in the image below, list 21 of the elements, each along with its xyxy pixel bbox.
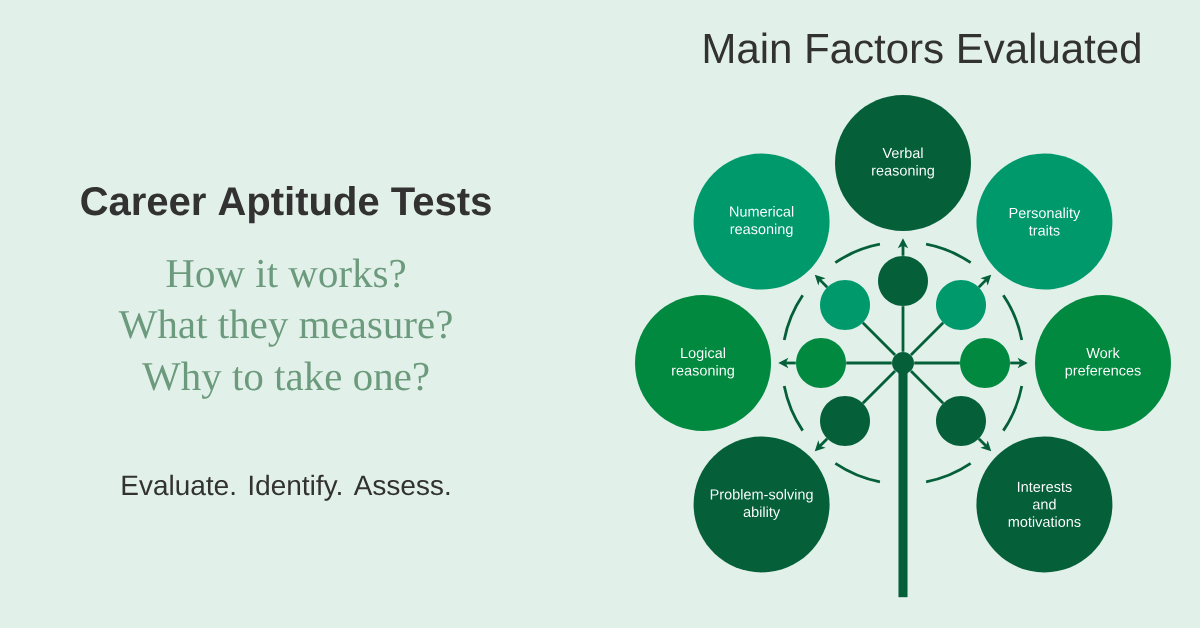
title: Main Factors Evaluated: [704, 32, 1140, 64]
small-circle: [960, 338, 1010, 388]
small-circle: [820, 280, 870, 330]
hub-dot: [892, 352, 914, 374]
question-text: What they measure?: [118, 309, 452, 347]
spoke-line: [861, 369, 897, 405]
question-text: Why to take one?: [142, 361, 429, 399]
spoke-line: [861, 321, 897, 357]
small-circle: [796, 338, 846, 388]
small-circle: [936, 395, 986, 446]
small-circle: [878, 256, 928, 306]
small-circle: [820, 395, 870, 446]
spoke-line: [914, 361, 960, 365]
spoke-line: [846, 361, 892, 365]
heading: Career Aptitude Tests: [81, 186, 491, 224]
small-circle: [936, 280, 986, 330]
spoke-line: [901, 306, 905, 352]
spoke-line: [909, 369, 945, 405]
spoke-line: [909, 321, 945, 357]
question-text: How it works?: [166, 258, 405, 288]
tagline: Evaluate. Identify. Assess.: [122, 474, 450, 501]
